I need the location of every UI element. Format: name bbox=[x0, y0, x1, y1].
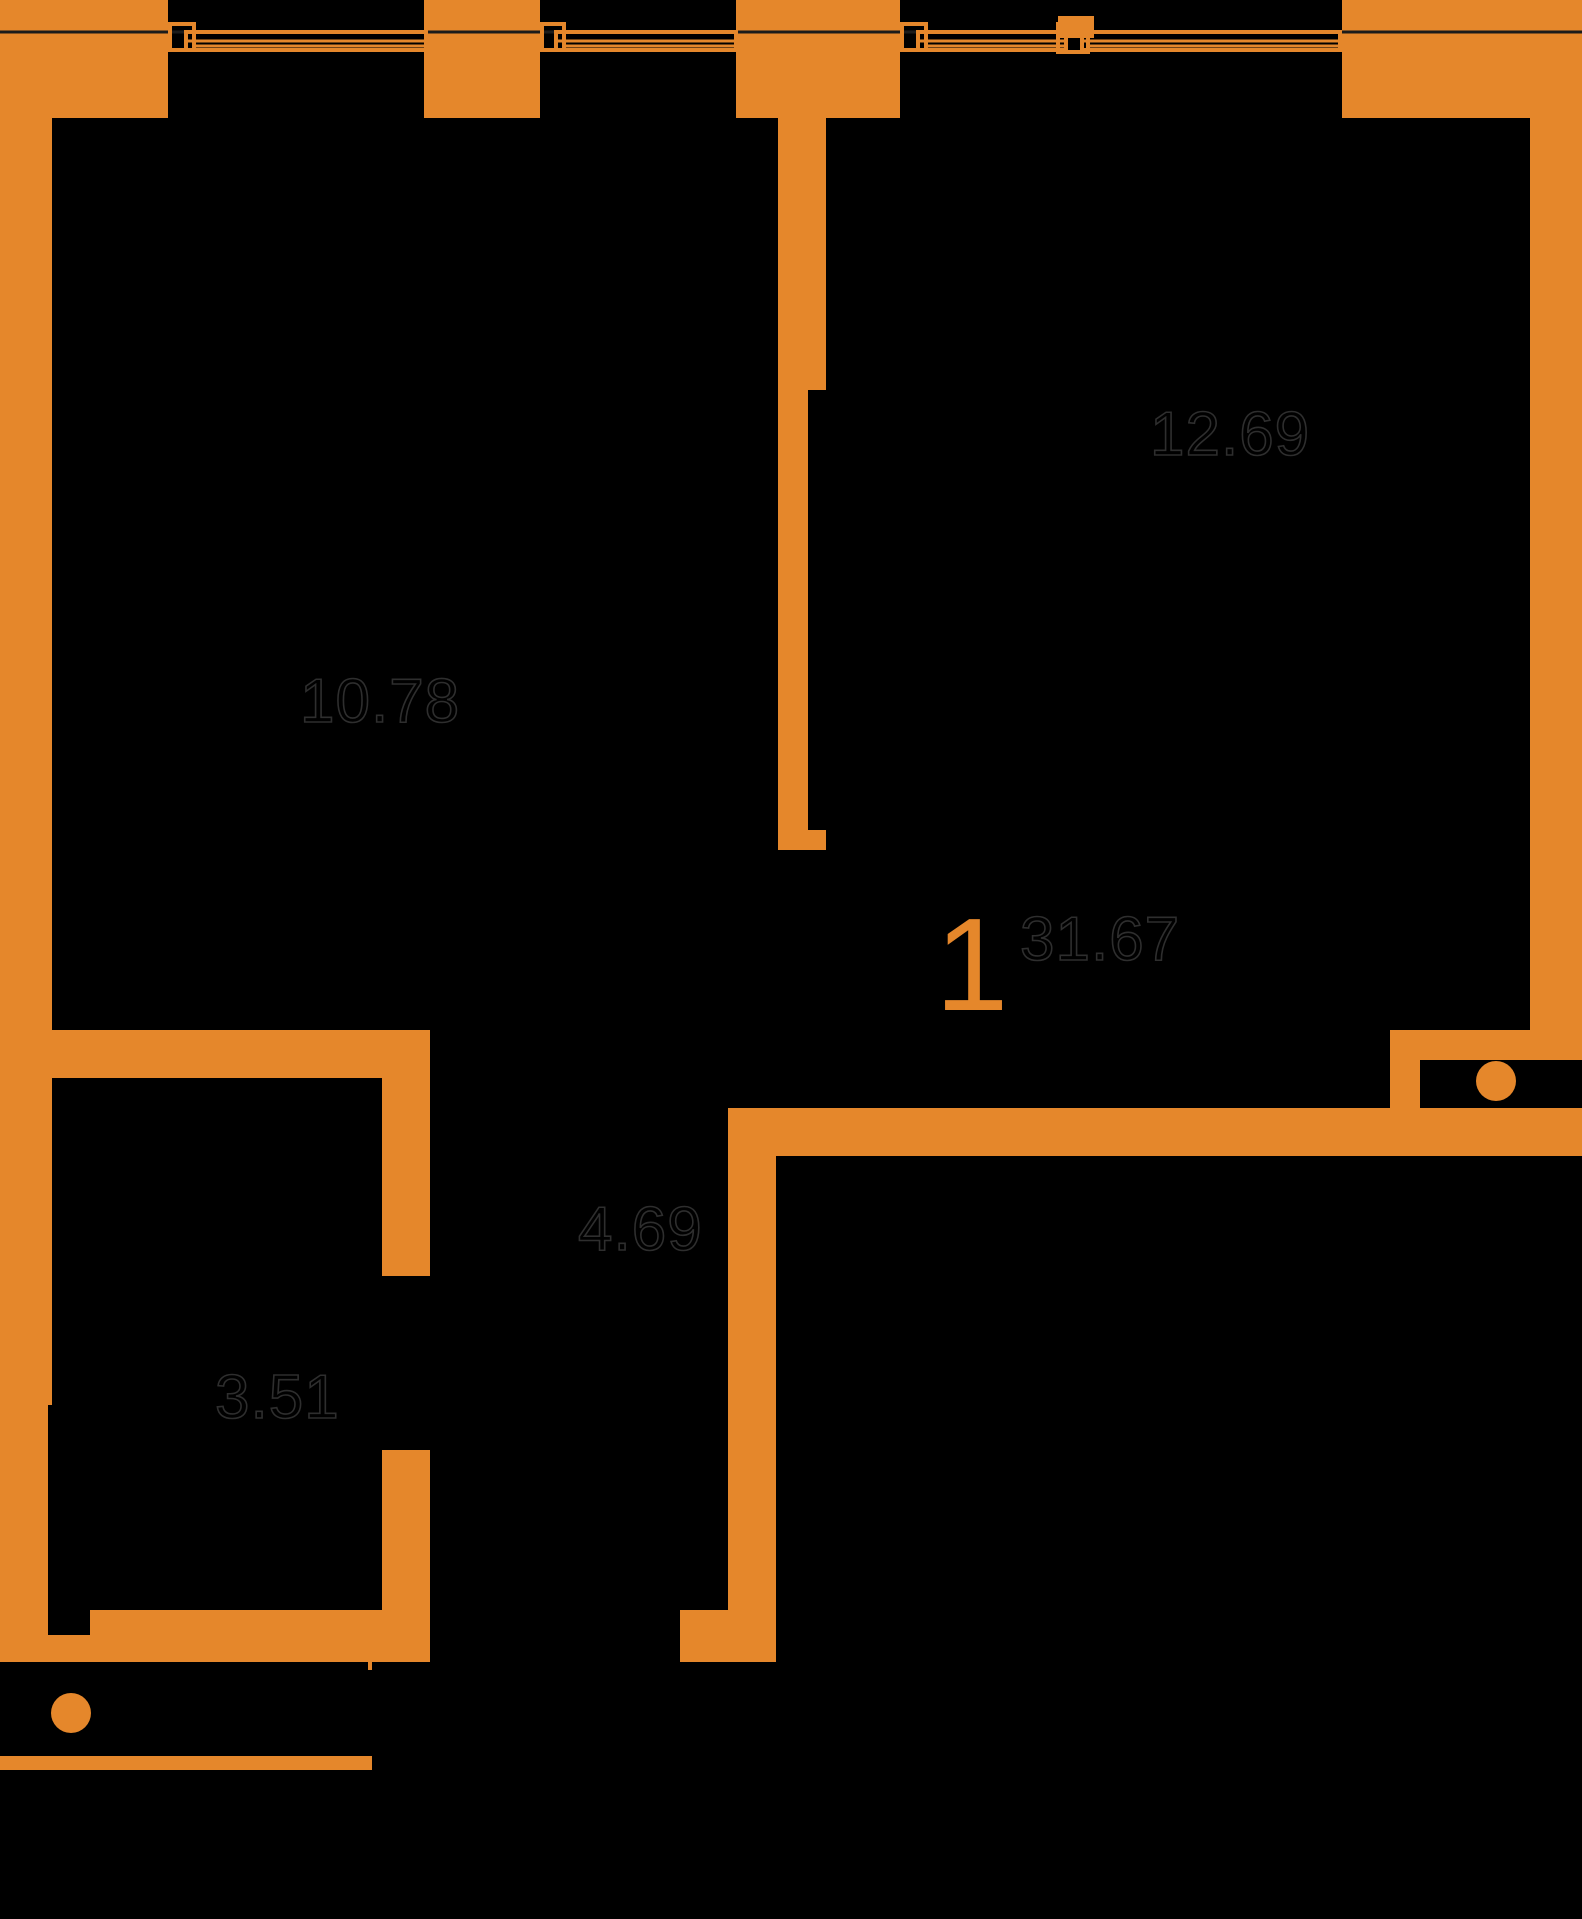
room-living-lower bbox=[826, 1030, 1390, 1108]
rooms-count-badge: 1 bbox=[935, 891, 1008, 1038]
area-labels: 12.69 10.78 4.69 3.51 31.67 bbox=[214, 399, 1310, 1433]
window-opening-1 bbox=[168, 0, 424, 118]
total-area-label: 31.67 bbox=[1020, 905, 1180, 974]
area-label-bedroom: 10.78 bbox=[300, 667, 460, 736]
sink-bottom-icon bbox=[51, 1693, 91, 1733]
room-spine-notch bbox=[808, 390, 828, 830]
window-2 bbox=[540, 22, 738, 52]
window-opening-3 bbox=[900, 0, 1342, 118]
window-4 bbox=[1056, 16, 1342, 54]
window-opening-2 bbox=[540, 0, 736, 118]
wall-sink-alcove-bottom bbox=[1390, 1100, 1582, 1166]
wall-kitchen-foot bbox=[680, 1610, 776, 1662]
wall-left-outer bbox=[0, 0, 52, 1770]
window-openings bbox=[168, 0, 1342, 118]
area-label-living-room: 12.69 bbox=[1150, 400, 1310, 469]
wall-bedroom-bottom bbox=[52, 1030, 382, 1078]
fixtures bbox=[51, 1061, 1516, 1733]
area-label-bathroom: 3.51 bbox=[215, 1363, 340, 1432]
room-hall-lower bbox=[430, 1108, 728, 1610]
window-3 bbox=[900, 22, 1068, 52]
room-living bbox=[826, 118, 1530, 1030]
window-sash-group bbox=[168, 16, 1342, 54]
area-label-hall: 4.69 bbox=[578, 1195, 703, 1264]
room-hall-upper bbox=[430, 868, 778, 1108]
wall-sink-alcove-top bbox=[1390, 1030, 1582, 1060]
room-bathroom bbox=[52, 1078, 382, 1610]
room-voids bbox=[0, 118, 1582, 1919]
window-1 bbox=[168, 22, 428, 52]
niche-void bbox=[48, 1405, 90, 1635]
sink-right-icon bbox=[1476, 1061, 1516, 1101]
balcony-void-lip bbox=[0, 1662, 368, 1670]
wall-central-spine-head bbox=[778, 110, 826, 400]
below-plan-right bbox=[430, 1662, 1582, 1919]
wall-right-outer bbox=[1530, 0, 1582, 1165]
wall-kitchen-left bbox=[728, 1108, 776, 1638]
